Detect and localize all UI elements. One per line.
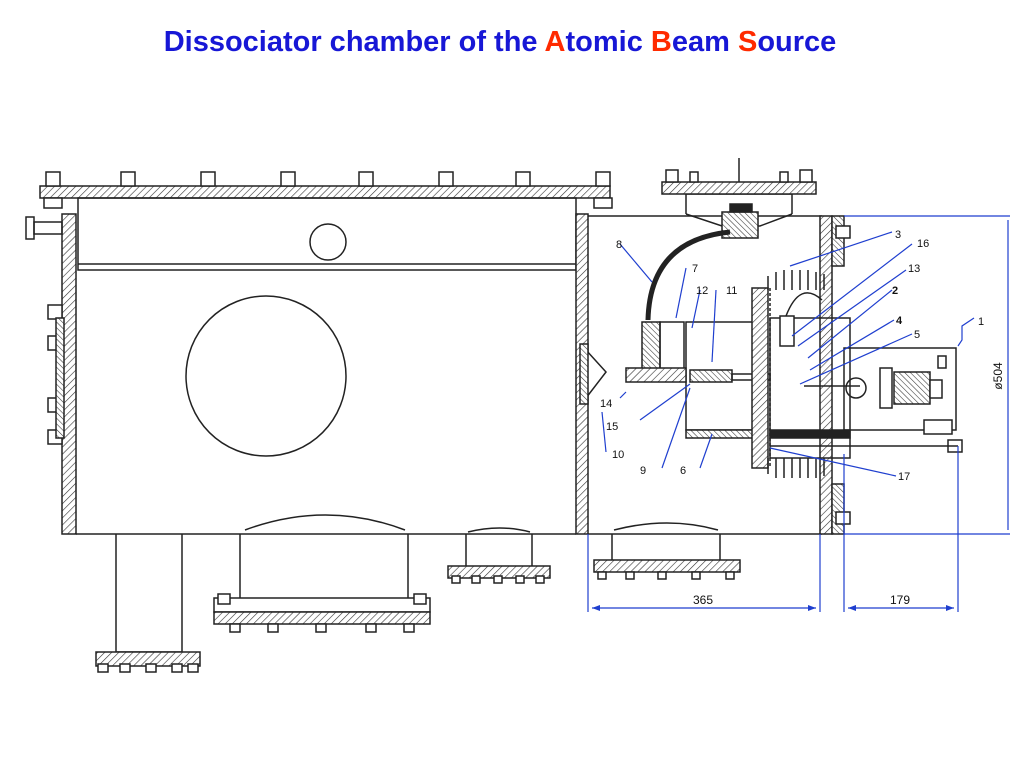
slide-title: Dissociator chamber of the Atomic Beam S… [0,26,1000,59]
callout-2: 2 [892,285,898,297]
callout-17: 17 [898,471,910,483]
dimension-labels: 365 179 ø504 [693,362,1005,607]
callout-15: 15 [606,421,618,433]
dimension-179: 179 [890,593,910,607]
dissociator-chamber [588,158,963,580]
title-seg-6: ource [757,26,837,58]
top-lid [39,185,611,199]
part-callouts: 1 2 3 4 5 6 7 8 9 10 11 12 13 14 15 16 1… [600,229,984,483]
callout-7: 7 [692,263,698,275]
callout-14: 14 [600,398,612,410]
bottom-ports [95,514,551,673]
callout-4: 4 [896,315,903,327]
callout-9: 9 [640,465,646,477]
dimension-lines [587,215,1010,612]
callout-12: 12 [696,285,708,297]
upper-port [309,223,347,261]
callout-1: 1 [978,316,984,328]
callout-8: 8 [616,239,622,251]
title-seg-0: Dissociator chamber of the [163,26,545,58]
dimension-diameter-504: ø504 [991,362,1005,390]
callout-6: 6 [680,465,686,477]
dimension-365: 365 [693,593,713,607]
title-seg-4: eam [671,26,738,58]
callout-3: 3 [895,229,901,241]
title-seg-3: B [650,26,672,58]
callout-5: 5 [914,329,920,341]
title-seg-5: S [737,26,758,58]
main-viewport [185,295,347,457]
callout-11: 11 [726,285,737,297]
main-chamber [25,171,613,535]
dimension-arrows [592,605,954,611]
title-seg-1: A [544,26,566,58]
callout-16: 16 [917,238,929,250]
callout-10: 10 [612,449,624,461]
callout-13: 13 [908,263,920,275]
title-seg-2: tomic [565,26,651,58]
top-bolts [43,171,613,209]
